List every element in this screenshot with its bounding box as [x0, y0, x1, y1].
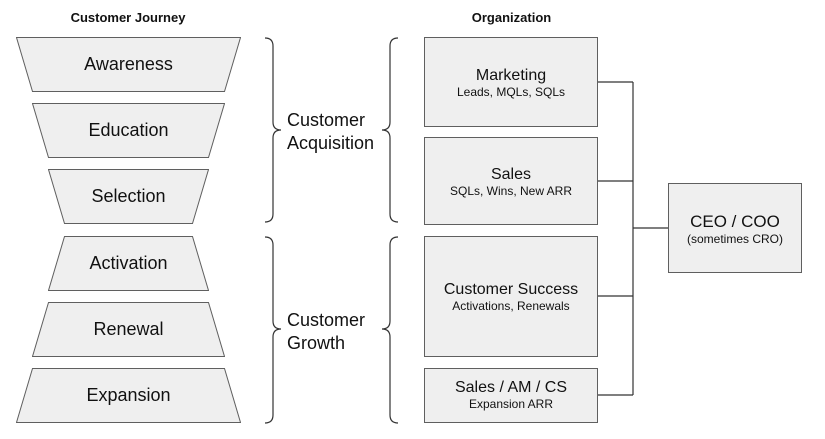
stage-education: Education — [32, 103, 225, 158]
organization-heading: Organization — [471, 10, 552, 25]
org-am-sub: Expansion ARR — [468, 397, 554, 411]
stage-label: Selection — [91, 186, 166, 206]
stage-shape — [48, 236, 209, 291]
stage-label: Activation — [89, 253, 168, 273]
org-box-marketing: Marketing Leads, MQLs, SQLs — [424, 37, 598, 127]
stage-shape — [32, 302, 225, 357]
stage-expansion: Expansion — [16, 368, 241, 423]
stage-label: Awareness — [84, 54, 173, 74]
org-sales-title: Sales — [490, 166, 532, 183]
brace-acquisition-left — [381, 37, 399, 223]
stage-selection: Selection — [48, 169, 209, 224]
stage-renewal: Renewal — [32, 302, 225, 357]
stage-awareness: Awareness — [16, 37, 241, 92]
customer-journey-heading: Customer Journey — [70, 10, 186, 25]
stage-shape — [32, 103, 225, 158]
brace-growth-left — [381, 236, 399, 424]
stage-activation: Activation — [48, 236, 209, 291]
org-marketing-sub: Leads, MQLs, SQLs — [456, 85, 566, 99]
group-label-growth: Customer Growth — [287, 309, 365, 355]
group-growth-line2: Growth — [287, 333, 346, 353]
org-am-title: Sales / AM / CS — [454, 379, 568, 396]
stage-label: Renewal — [93, 319, 164, 339]
org-marketing-title: Marketing — [475, 67, 547, 84]
org-box-customer-success: Customer Success Activations, Renewals — [424, 236, 598, 357]
org-sales-sub: SQLs, Wins, New ARR — [449, 184, 573, 198]
ceo-title: CEO / COO — [690, 212, 780, 231]
org-cs-sub: Activations, Renewals — [452, 299, 570, 313]
stage-shape — [16, 37, 241, 92]
stage-shape — [16, 368, 241, 423]
org-box-ceo: CEO / COO (sometimes CRO) — [668, 183, 802, 273]
brace-growth-right — [264, 236, 282, 424]
org-box-sales: Sales SQLs, Wins, New ARR — [424, 137, 598, 225]
group-acquisition-line1: Customer — [287, 110, 366, 130]
ceo-sub: (sometimes CRO) — [686, 232, 783, 246]
brace-acquisition-right — [264, 37, 282, 223]
group-label-acquisition: Customer Acquisition — [287, 109, 374, 155]
group-growth-line1: Customer — [287, 310, 366, 330]
org-cs-title: Customer Success — [443, 281, 579, 298]
group-acquisition-line2: Acquisition — [287, 133, 375, 153]
stage-label: Expansion — [86, 385, 171, 405]
stage-shape — [48, 169, 209, 224]
org-box-sales-am-cs: Sales / AM / CS Expansion ARR — [424, 368, 598, 423]
stage-label: Education — [88, 120, 169, 140]
